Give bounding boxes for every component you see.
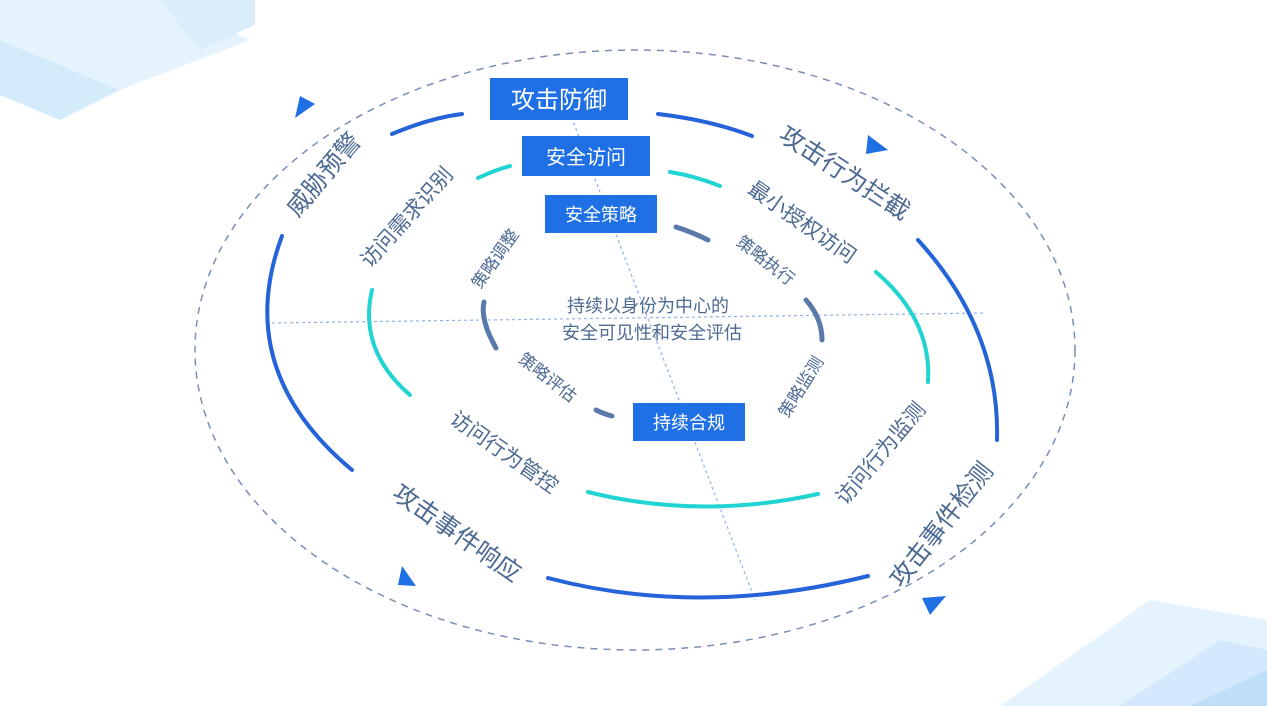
label-access-need-identification: 访问需求识别 [356, 162, 458, 272]
label-attack-response: 攻击事件响应 [387, 478, 527, 588]
inner-ring [480, 224, 825, 419]
outer-ring-top-left [390, 112, 464, 136]
center-text-line2: 安全可见性和安全评估 [562, 323, 742, 344]
box-attack-defense-label: 攻击防御 [511, 86, 607, 114]
inner-ring-right [803, 297, 825, 343]
label-access-behavior-control: 访问行为管控 [446, 406, 563, 498]
box-continuous-compliance-label: 持续合规 [653, 413, 725, 434]
outer-ring-right [916, 238, 1000, 442]
top-left-decoration [0, 0, 255, 120]
bottom-right-decoration [1000, 600, 1267, 706]
label-access-behavior-monitoring: 访问行为监测 [831, 398, 930, 510]
box-secure-access: 安全访问 [522, 136, 650, 176]
cycle-arrows [295, 96, 946, 615]
box-security-policy-label: 安全策略 [565, 205, 637, 226]
label-policy-evaluation: 策略评估 [514, 349, 580, 407]
outer-ring-top-right [656, 112, 754, 138]
inner-ring-left [480, 299, 499, 351]
arrow-top-left [295, 96, 315, 118]
box-attack-defense: 攻击防御 [490, 78, 628, 120]
center-text-line1: 持续以身份为中心的 [567, 296, 729, 317]
inner-ring-top-right [673, 224, 711, 243]
middle-ring [367, 164, 931, 509]
middle-ring-top-left [476, 164, 512, 180]
outer-ring-bottom [546, 574, 870, 600]
box-secure-access-label: 安全访问 [546, 145, 626, 169]
middle-ring-left [367, 288, 412, 397]
outer-ring [265, 112, 1000, 600]
label-attack-detection: 攻击事件检测 [884, 457, 999, 593]
label-policy-adjustment: 策略调整 [468, 226, 523, 293]
label-policy-execution: 策略执行 [732, 232, 798, 290]
arrow-bottom-right [922, 596, 946, 615]
inner-ring-bottom-left [593, 407, 615, 419]
middle-ring-top-right [668, 170, 722, 188]
label-threat-warning: 威胁预警 [280, 127, 367, 222]
middle-ring-right [874, 270, 931, 384]
label-policy-monitoring: 策略监测 [775, 353, 828, 421]
arrow-bottom-left [398, 566, 416, 586]
middle-ring-bottom [586, 490, 820, 509]
box-security-policy: 安全策略 [545, 195, 657, 233]
outer-dashed-ring [194, 49, 1076, 651]
box-continuous-compliance: 持续合规 [633, 403, 745, 441]
arrow-top-right [866, 135, 888, 154]
axis-lines [271, 99, 986, 601]
outer-ring-left [265, 234, 354, 472]
